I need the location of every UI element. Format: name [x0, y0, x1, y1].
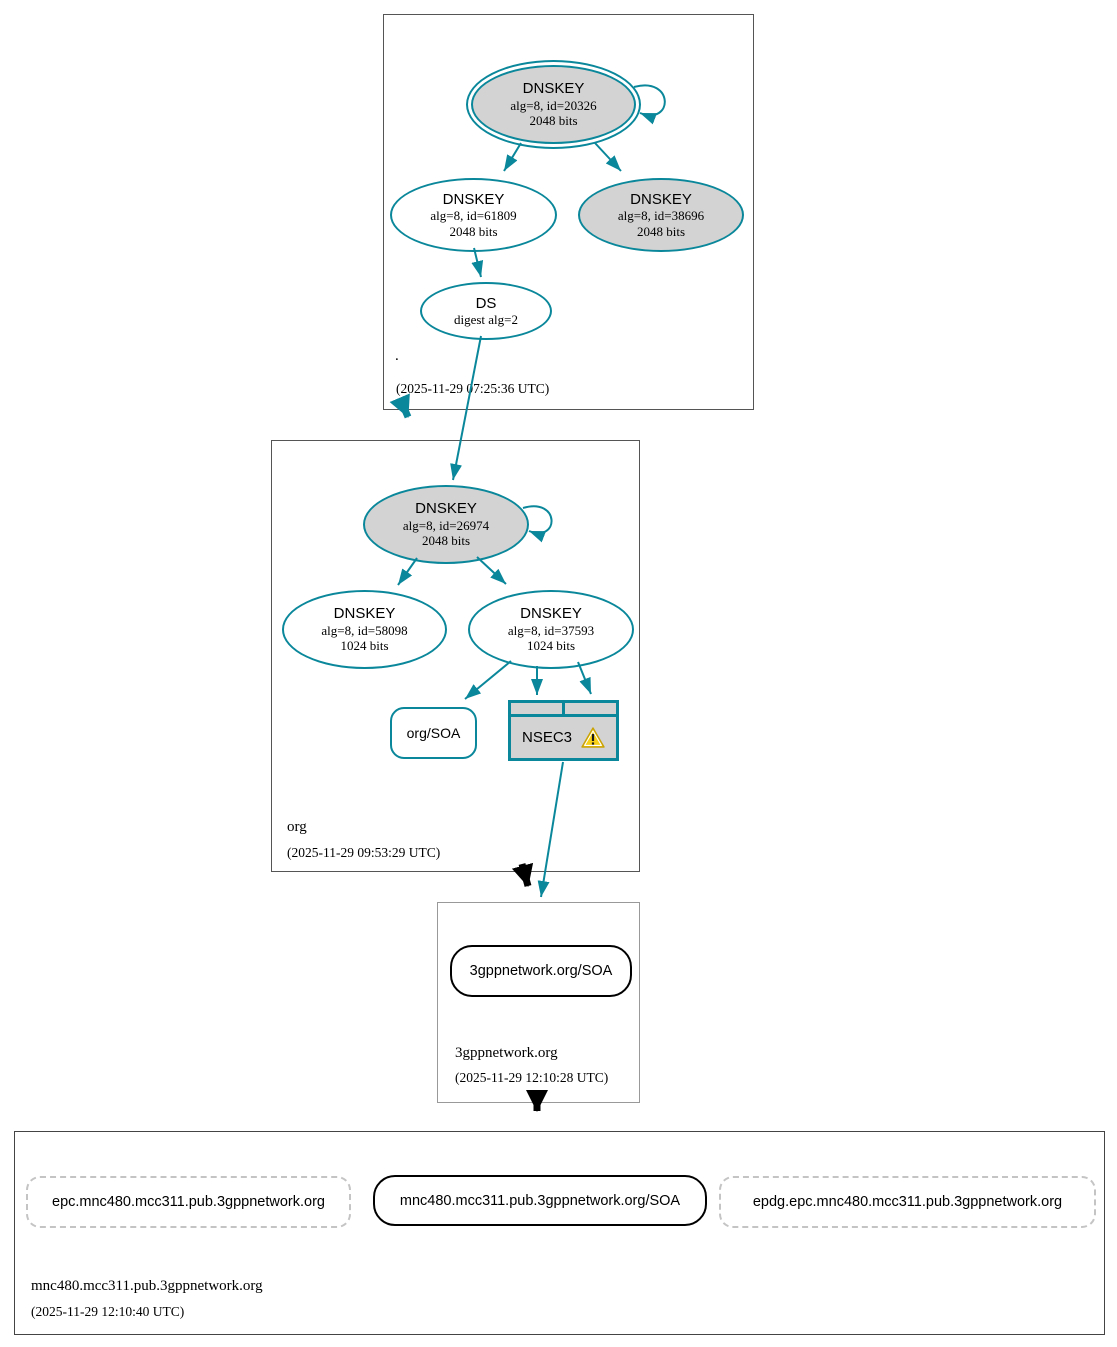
dnskey-node-61809[interactable]: DNSKEY alg=8, id=61809 2048 bits [390, 178, 557, 252]
node-title: epc.mnc480.mcc311.pub.3gppnetwork.org [52, 1194, 325, 1210]
warning-icon [581, 727, 605, 748]
node-detail: 1024 bits [340, 638, 389, 654]
zone-label-mnc480: mnc480.mcc311.pub.3gppnetwork.org [31, 1278, 263, 1294]
node-title: DS [475, 294, 497, 312]
rrset-node-org-soa[interactable]: org/SOA [390, 707, 477, 759]
node-title: DNSKEY [415, 500, 477, 518]
node-detail: alg=8, id=26974 [402, 517, 490, 533]
dnskey-node-37593[interactable]: DNSKEY alg=8, id=37593 1024 bits [468, 590, 634, 669]
node-title: DNSKEY [333, 605, 396, 623]
rrset-node-3gppnetwork-org-soa[interactable]: 3gppnetwork.org/SOA [450, 945, 632, 997]
zone-label-org: org [287, 819, 307, 835]
zone-timestamp-org: (2025-11-29 09:53:29 UTC) [287, 845, 441, 860]
zone-label-3gppnetwork-org: 3gppnetwork.org [455, 1045, 558, 1061]
node-detail: alg=8, id=20326 [510, 97, 597, 113]
nsec3-node[interactable]: NSEC3 [508, 700, 619, 761]
node-title: DNSKEY [630, 190, 692, 208]
node-title: NSEC3 [521, 728, 573, 746]
nsec3-record-cell [511, 703, 562, 714]
zone-box-root [383, 14, 754, 410]
node-detail: 2048 bits [421, 533, 471, 549]
dnskey-node-58098[interactable]: DNSKEY alg=8, id=58098 1024 bits [282, 590, 447, 669]
zone-timestamp-mnc480: (2025-11-29 12:10:40 UTC) [31, 1304, 185, 1319]
domain-node-epc[interactable]: epc.mnc480.mcc311.pub.3gppnetwork.org [26, 1176, 351, 1228]
node-detail: alg=8, id=58098 [321, 622, 408, 638]
zone-timestamp-root: (2025-11-29 07:25:36 UTC) [396, 381, 550, 396]
node-detail: 2048 bits [449, 223, 498, 239]
zone-timestamp-3gppnetwork-org: (2025-11-29 12:10:28 UTC) [455, 1070, 609, 1085]
zone-label-root: . [395, 348, 399, 364]
node-title: epdg.epc.mnc480.mcc311.pub.3gppnetwork.o… [752, 1194, 1063, 1210]
node-title: 3gppnetwork.org/SOA [469, 963, 613, 979]
nsec3-header-row [511, 703, 616, 714]
node-title: DNSKEY [522, 80, 585, 98]
rrset-node-mnc480-soa[interactable]: mnc480.mcc311.pub.3gppnetwork.org/SOA [373, 1175, 707, 1226]
node-detail: alg=8, id=38696 [617, 208, 705, 224]
ds-node[interactable]: DS digest alg=2 [420, 282, 552, 340]
dnskey-node-38696[interactable]: DNSKEY alg=8, id=38696 2048 bits [578, 178, 744, 252]
node-title: DNSKEY [442, 190, 505, 208]
nsec3-body: NSEC3 [511, 717, 616, 758]
zone-box-mnc480 [14, 1131, 1105, 1335]
node-detail: 1024 bits [526, 638, 576, 654]
dnskey-node-26974-ksk[interactable]: DNSKEY alg=8, id=26974 2048 bits [363, 485, 529, 564]
node-detail: digest alg=2 [453, 311, 519, 327]
node-detail: 2048 bits [636, 223, 686, 239]
node-detail: alg=8, id=37593 [507, 622, 595, 638]
domain-node-epdg[interactable]: epdg.epc.mnc480.mcc311.pub.3gppnetwork.o… [719, 1176, 1096, 1228]
node-title: mnc480.mcc311.pub.3gppnetwork.org/SOA [399, 1192, 681, 1209]
node-detail: 2048 bits [529, 113, 578, 129]
node-title: DNSKEY [520, 605, 582, 623]
node-detail: alg=8, id=61809 [430, 208, 517, 224]
nsec3-record-cell [565, 703, 616, 714]
double-ring [471, 65, 636, 144]
node-title: org/SOA [406, 725, 461, 741]
dnskey-node-20326-ksk[interactable]: DNSKEY alg=8, id=20326 2048 bits [466, 60, 641, 149]
